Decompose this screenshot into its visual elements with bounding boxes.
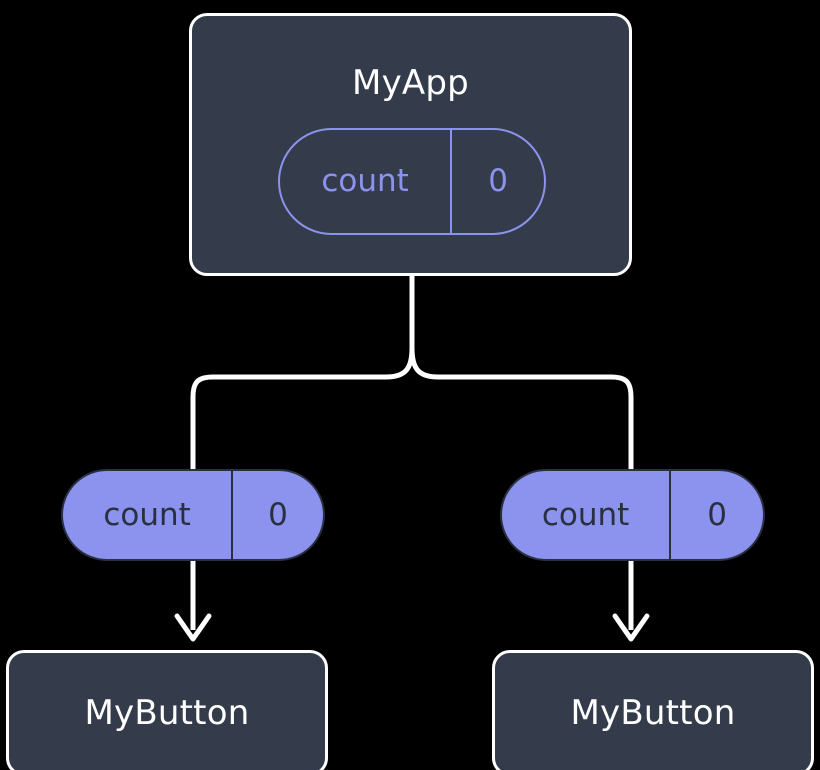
arrow-left-head [174,613,212,642]
arrow-right-head [612,613,650,642]
node-myapp-label: MyApp [352,63,469,103]
node-mybutton-right[interactable]: MyButton [492,650,814,770]
state-pill-myapp-value: 0 [450,130,544,233]
node-mybutton-left-label: MyButton [84,693,250,733]
state-pill-right-value: 0 [669,471,763,559]
state-pill-left-value: 0 [231,471,323,559]
state-pill-right-key: count [541,496,630,533]
node-mybutton-right-label: MyButton [570,693,736,733]
node-mybutton-left[interactable]: MyButton [6,650,328,770]
state-pill-left-key: count [103,496,191,533]
state-pill-myapp-key: count [321,163,409,199]
connector-fork-right [409,345,634,474]
connector-fork [190,345,415,474]
state-pill-right[interactable]: count 0 [500,469,765,561]
state-pill-myapp[interactable]: count 0 [278,128,546,235]
state-pill-left[interactable]: count 0 [61,469,325,561]
